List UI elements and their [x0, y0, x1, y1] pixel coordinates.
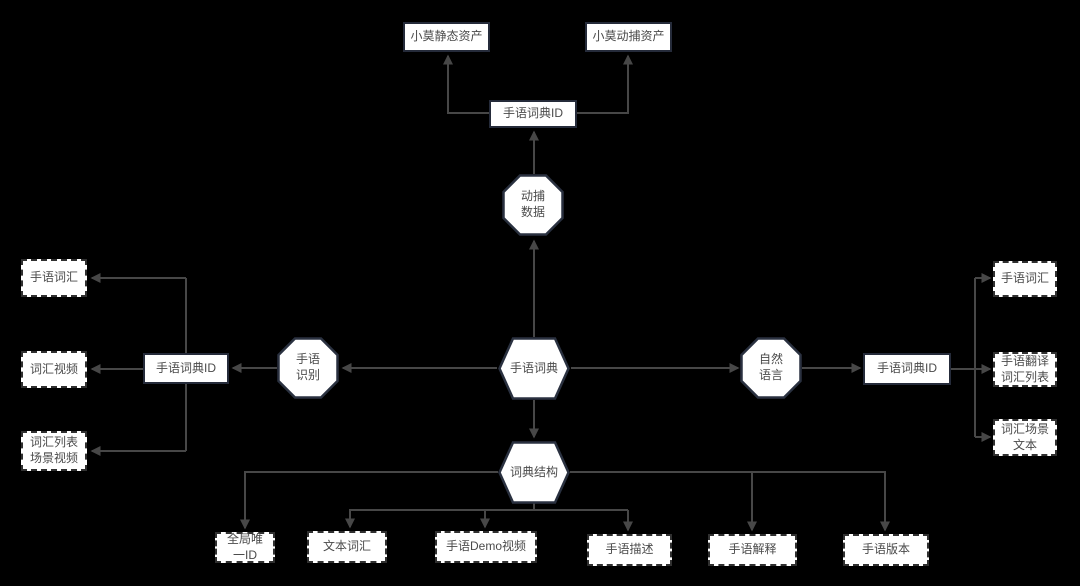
octagon-icon	[740, 337, 802, 399]
node-label: 手语词典	[509, 360, 558, 375]
node-sign-recognition[interactable]: 手语 识别	[277, 337, 339, 399]
node-vocab-video[interactable]: 词汇视频	[21, 351, 87, 388]
node-text-vocab[interactable]: 文本词汇	[307, 531, 387, 563]
octagon-icon	[502, 174, 564, 236]
node-label: 词汇列表 场景视频	[29, 435, 78, 465]
node-label: 手语 识别	[295, 352, 320, 382]
node-sign-dict[interactable]: 手语词典	[498, 337, 570, 400]
hexagon-icon	[498, 441, 570, 504]
node-label: 手语词汇	[1000, 271, 1049, 286]
node-label: 小莫静态资产	[410, 29, 483, 44]
node-sign-explanation[interactable]: 手语解释	[708, 534, 797, 566]
edge-dictidtop-xiaomomocap	[577, 54, 633, 114]
node-label: 全局唯 一ID	[226, 531, 263, 562]
node-dict-id-left[interactable]: 手语词典ID	[143, 353, 229, 384]
node-dict-id-top[interactable]: 手语词典ID	[489, 100, 577, 128]
node-label: 词典结构	[509, 464, 558, 479]
node-xiaomo-mocap-asset[interactable]: 小莫动捕资产	[585, 22, 672, 52]
node-label: 手语Demo视频	[445, 539, 526, 554]
node-label: 手语解释	[728, 542, 777, 557]
node-natural-language[interactable]: 自然 语言	[740, 337, 802, 399]
node-label: 手语翻译 词汇列表	[1000, 353, 1049, 384]
node-label: 手语词典ID	[502, 106, 563, 121]
node-label: 小莫动捕资产	[592, 29, 665, 44]
node-sign-version[interactable]: 手语版本	[843, 534, 929, 566]
node-vocab-scene-text[interactable]: 词汇场景 文本	[993, 419, 1057, 456]
node-label: 词汇视频	[29, 361, 78, 376]
node-dict-id-right[interactable]: 手语词典ID	[863, 353, 951, 385]
node-mocap-data[interactable]: 动捕 数据	[502, 174, 564, 236]
node-label: 手语版本	[861, 542, 910, 557]
node-sign-description[interactable]: 手语描述	[587, 534, 672, 566]
node-sign-demo-video[interactable]: 手语Demo视频	[435, 531, 537, 563]
node-label: 自然 语言	[758, 352, 783, 382]
node-label: 动捕 数据	[520, 189, 545, 219]
edge-structure-globalid	[240, 471, 498, 530]
edge-dictidtop-xiaomostatic	[443, 54, 489, 114]
node-global-unique-id[interactable]: 全局唯 一ID	[215, 532, 275, 563]
node-label: 文本词汇	[322, 539, 371, 554]
node-vocab-list-scene-video[interactable]: 词汇列表 场景视频	[21, 431, 87, 471]
node-label: 手语词汇	[29, 270, 78, 285]
octagon-icon	[277, 337, 339, 399]
node-sign-vocab-right[interactable]: 手语词汇	[993, 261, 1057, 297]
node-label: 手语词典ID	[155, 360, 216, 375]
node-label: 手语描述	[605, 542, 654, 557]
edge-structure-textvocab	[345, 509, 628, 529]
node-xiaomo-static-asset[interactable]: 小莫静态资产	[403, 22, 490, 52]
node-dict-structure[interactable]: 词典结构	[498, 441, 570, 504]
node-sign-vocab-left[interactable]: 手语词汇	[21, 259, 87, 297]
node-label: 词汇场景 文本	[1000, 421, 1049, 452]
node-sign-translate-vocab-list[interactable]: 手语翻译 词汇列表	[993, 352, 1057, 387]
hexagon-icon	[498, 337, 570, 400]
edge-structure-signversion	[570, 471, 890, 532]
node-label: 手语词典ID	[876, 361, 937, 376]
